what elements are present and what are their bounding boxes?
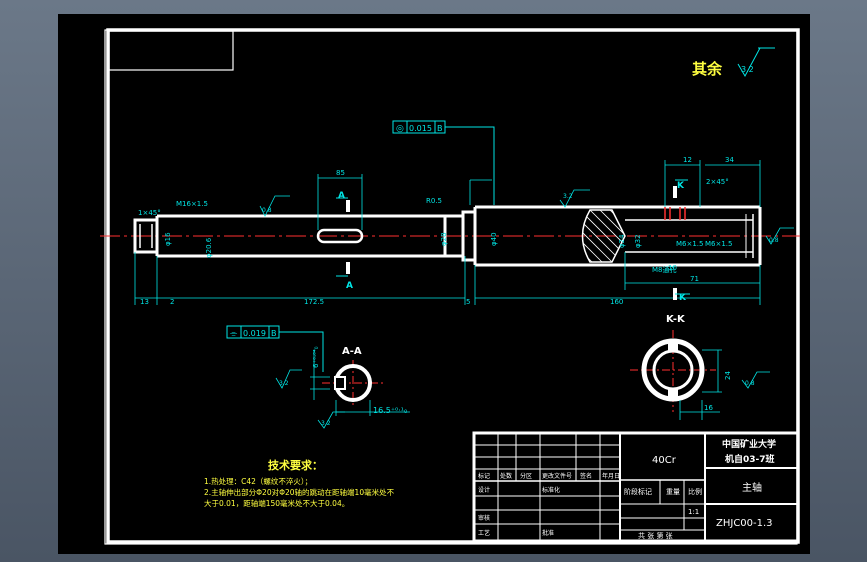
dim-dia-40: φ40 xyxy=(490,232,498,246)
main-tolerance-frame: ◎ 0.015 B xyxy=(392,120,495,205)
section-kk-dims xyxy=(679,349,722,420)
aa-dim-depth: 16.5⁺⁰·¹₀ xyxy=(373,406,407,415)
section-kk-title: K-K xyxy=(666,314,686,325)
dim-right-12: 12 xyxy=(683,156,692,164)
tb-ratio-label: 比例 xyxy=(688,487,702,496)
kk-dim-width: 24 xyxy=(724,371,732,380)
dim-dia-28: φ28 xyxy=(440,232,448,246)
tb-row-label-5: 签名 xyxy=(580,472,592,480)
section-aa-dims xyxy=(310,350,410,416)
section-aa-title: A-A xyxy=(342,346,362,357)
tb-sheets: 共 张 第 张 xyxy=(638,531,673,540)
dim-dia-16: φ16 xyxy=(164,232,172,246)
notes-line-1: 1.热处理：C42（螺纹不淬火）； xyxy=(204,476,312,486)
tb-row-label-3: 分区 xyxy=(520,472,532,480)
dim-thread-left: M16×1.5 xyxy=(176,200,208,208)
dim-hole-thru: M8通孔 xyxy=(652,265,677,274)
roughness-symbols xyxy=(259,189,794,429)
threaded-holes xyxy=(664,207,686,220)
roughness-rest-label: 其余 xyxy=(692,60,723,78)
section-k-bottom: K xyxy=(679,293,687,303)
roughness-4: 3.2 xyxy=(279,380,289,387)
section-aa-tolerance: ⌯ 0.019 B xyxy=(226,325,324,372)
sheet-background xyxy=(58,14,810,554)
section-a-top: A xyxy=(338,191,345,201)
tb-role-5: 批准 xyxy=(542,529,554,537)
aa-tol-value: 0.019 xyxy=(243,329,266,338)
roughness-3: 0.8 xyxy=(769,237,779,244)
corner-box xyxy=(108,30,234,71)
dim-small-5: 5 xyxy=(466,298,470,306)
section-k-markers xyxy=(673,179,690,300)
inner-frame xyxy=(106,28,800,544)
section-a-bottom: A xyxy=(346,281,353,291)
tb-school: 中国矿业大学 xyxy=(722,438,776,450)
section-kk-view xyxy=(630,330,716,412)
dim-overall-left: 172.5 xyxy=(304,298,324,306)
dim-dia-32: φ32 xyxy=(634,234,642,248)
section-k-top: K xyxy=(677,181,685,191)
tb-row-label-6: 年月日 xyxy=(602,472,620,480)
dim-chamfer-left: 1×45° xyxy=(138,209,161,217)
tb-class: 机自03-7班 xyxy=(725,453,775,465)
tb-weight: 重量 xyxy=(666,488,680,496)
tb-scale: 1:1 xyxy=(688,508,699,516)
dim-dia-206: φ20.6 xyxy=(205,237,213,258)
notes-line-3: 大于0.01，距轴端150毫米处不大于0.04。 xyxy=(204,498,349,508)
roughness-5: 0.8 xyxy=(745,380,755,387)
aa-tol-symbol: ⌯ xyxy=(230,329,238,339)
main-tol-symbol: ◎ xyxy=(396,124,404,134)
notes-line-2: 2.主轴伸出部分Φ20对Φ20轴的跳动在距轴端10毫米处不 xyxy=(204,487,395,497)
keyway-slot xyxy=(316,228,364,244)
dimension-lines xyxy=(134,160,761,305)
dim-chamfer-right: 2×45° xyxy=(706,178,729,186)
title-block xyxy=(472,431,800,543)
tb-row-label-1: 标记 xyxy=(478,472,490,480)
kk-dim-depth: 16 xyxy=(704,404,713,412)
aa-dim-width: 6⁺⁰·⁰⁴₀ xyxy=(312,346,320,368)
notes-title: 技术要求： xyxy=(268,458,323,472)
tb-role-3: 工艺 xyxy=(478,529,490,537)
tb-row-label-2: 处数 xyxy=(500,472,512,480)
dim-left-13: 13 xyxy=(140,298,149,306)
shaft-outline xyxy=(133,205,762,267)
tb-role-4: 标准化 xyxy=(542,486,560,494)
tb-role-1: 设计 xyxy=(478,486,490,494)
dim-r05: R0.5 xyxy=(426,197,442,205)
section-aa-view xyxy=(322,360,384,408)
main-tol-value: 0.015 xyxy=(409,124,432,133)
dim-thread-m6-b: M6×1.5 xyxy=(705,240,733,248)
tb-row-label-4: 更改文件号 xyxy=(542,472,572,480)
aa-tol-datum: B xyxy=(271,329,277,338)
dim-right-10: 10 xyxy=(668,264,677,272)
tb-role-2: 审核 xyxy=(478,514,490,522)
section-a-markers xyxy=(336,197,350,277)
tb-part-name: 主轴 xyxy=(742,481,762,494)
main-tol-datum: B xyxy=(437,124,443,133)
tb-material: 40Cr xyxy=(652,455,677,466)
dim-keyway-len: 85 xyxy=(336,169,345,177)
roughness-rest-value: 3.2 xyxy=(741,65,754,74)
dim-left-2: 2 xyxy=(170,298,174,306)
dim-thread-m6-a: M6×1.5 xyxy=(676,240,704,248)
tb-stage-mark: 阶段标记 xyxy=(624,487,652,496)
roughness-rest-symbol xyxy=(737,47,775,78)
roughness-1: 0.8 xyxy=(262,207,272,214)
dim-right-34: 34 xyxy=(725,156,734,164)
dim-right-71: 71 xyxy=(690,275,699,283)
dim-right-160: 160 xyxy=(610,298,623,306)
dim-dia-24: φ24 xyxy=(618,234,626,248)
roughness-6: 3.2 xyxy=(321,420,331,427)
tb-drawing-no: ZHJC00-1.3 xyxy=(716,518,773,529)
roughness-2: 3.2 xyxy=(563,193,573,200)
